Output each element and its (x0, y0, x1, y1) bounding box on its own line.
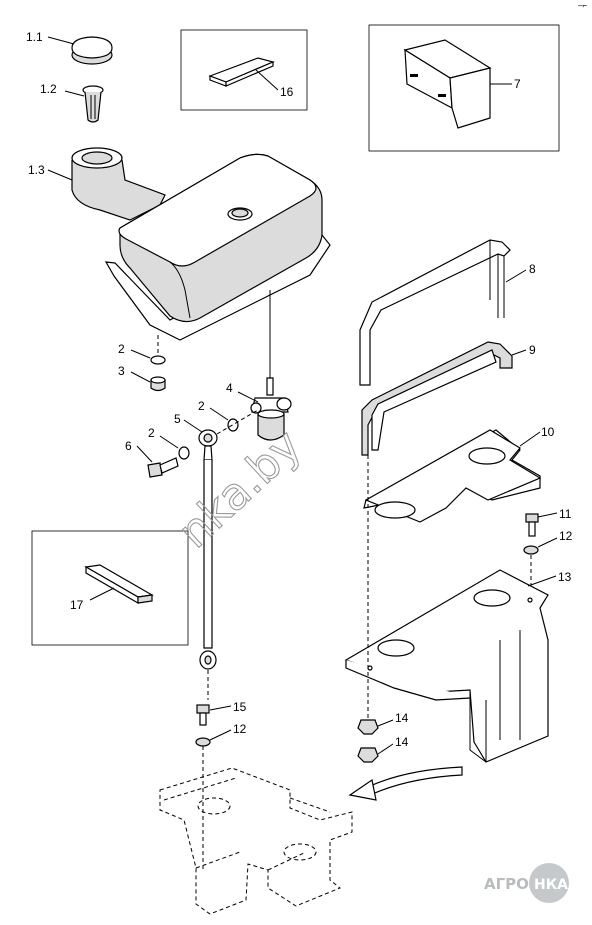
callout-label: 4 (226, 381, 233, 395)
callout-label: 14 (395, 735, 409, 749)
callout-label: 5 (174, 412, 181, 426)
callout-label: 13 (558, 570, 572, 584)
part-3-drain-plug (150, 376, 166, 392)
watermark-text: nka.by (169, 420, 312, 558)
callout-label: 11 (559, 507, 572, 521)
part-16-strip (208, 57, 275, 87)
part-1-1-filler-cap (71, 36, 113, 65)
callout-label: 10 (541, 425, 555, 439)
part-14-nut-lower (357, 747, 379, 763)
detail-box-17 (31, 530, 189, 646)
part-17-strip (84, 564, 154, 605)
callout-label: 12 (559, 529, 573, 543)
callout-label: 3 (118, 364, 125, 378)
part-13-tank-bracket (344, 569, 549, 763)
part-5-banjo-fitting (198, 429, 218, 461)
part-8-tank-strap (359, 239, 511, 386)
part-11-bolt (525, 513, 539, 537)
agronka-logo: АГРО НКА (484, 863, 569, 903)
callout-label: 14 (395, 711, 409, 725)
fuel-tank (104, 153, 331, 341)
callout-label: 6 (125, 439, 132, 453)
part-6-banjo-bolt (147, 457, 179, 478)
callout-label: 9 (529, 343, 536, 357)
callout-label: 8 (529, 262, 536, 276)
callout-label: 12 (233, 722, 247, 736)
svg-text:НКА: НКА (534, 877, 568, 893)
part-2-washer-top (150, 355, 166, 365)
ghost-tractor-frame (159, 767, 353, 915)
fuel-line (199, 460, 217, 670)
callout-label: 1.1 (26, 30, 43, 44)
callout-label: 7 (514, 77, 521, 91)
part-14-nut-upper (357, 719, 379, 735)
callout-label: 15 (233, 700, 247, 714)
part-2-washer-left (178, 446, 190, 460)
callout-label: 2 (148, 426, 155, 440)
callout-label: 2 (118, 342, 125, 356)
detail-box-16 (180, 29, 308, 111)
part-12-washer-upper (523, 545, 539, 555)
part-12-washer-lower (195, 737, 211, 747)
part-15-bolt (196, 704, 210, 726)
callout-label: 16 (280, 85, 294, 99)
part-7-cover (403, 39, 492, 129)
part-4-fuel-filter (250, 377, 292, 441)
part-1-3-filler-neck (71, 147, 166, 221)
callout-label: 17 (70, 598, 84, 612)
part-10-mounting-pad (363, 429, 542, 523)
callout-label: 1.3 (28, 163, 45, 177)
detail-box-7 (368, 24, 560, 152)
callout-label: 1.2 (40, 82, 57, 96)
part-1-2-strainer (82, 85, 104, 123)
callout-label: 2 (198, 399, 205, 413)
part-2-washer-filter (227, 418, 239, 432)
svg-text:АГРО: АГРО (484, 875, 529, 893)
part-9-rubber-strap (361, 341, 513, 456)
corner-mark: –⌐ (578, 1, 587, 10)
assembly-direction-arrow (348, 766, 463, 801)
